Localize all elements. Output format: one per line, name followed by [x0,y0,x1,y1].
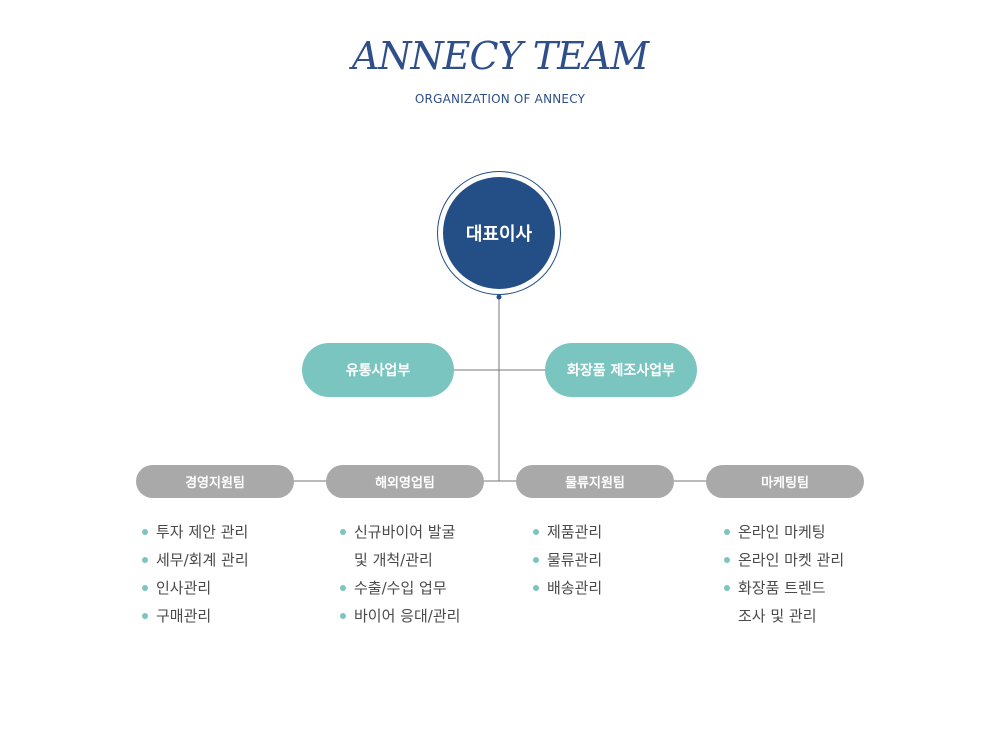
duty-item: 구매관리 [139,602,249,630]
ceo-outer-ring [437,171,561,295]
duties-marketing: 온라인 마케팅 온라인 마켓 관리 화장품 트렌드 조사 및 관리 [721,518,844,630]
duties-overseas-sales: 신규바이어 발굴 및 개척/관리 수출/수입 업무 바이어 응대/관리 [337,518,460,630]
duty-item: 온라인 마켓 관리 [721,546,844,574]
team-label: 마케팅팀 [761,476,809,491]
duty-item: 배송관리 [530,574,602,602]
team-label: 물류지원팀 [565,476,625,491]
duty-item: 세무/회계 관리 [139,546,249,574]
ceo-label: 대표이사 [465,224,533,245]
division-distribution: 유통사업부 [302,343,454,397]
connector-dot [496,294,502,300]
team-logistics-support: 물류지원팀 [516,465,674,498]
division-label: 유통사업부 [345,363,411,379]
team-label: 경영지원팀 [185,476,245,491]
duties-logistics-support: 제품관리 물류관리 배송관리 [530,518,602,602]
ceo-node: 대표이사 [443,177,555,289]
duty-item: 신규바이어 발굴 [337,518,460,546]
team-management-support: 경영지원팀 [136,465,294,498]
duty-item: 제품관리 [530,518,602,546]
duty-item: 온라인 마케팅 [721,518,844,546]
duty-item: 화장품 트렌드 [721,574,844,602]
brand-title: ANNECY TEAM [351,34,649,78]
brand-subtitle: ORGANIZATION OF ANNECY [414,92,586,106]
team-label: 해외영업팀 [375,476,435,491]
division-cosmetics-manufacturing: 화장품 제조사업부 [545,343,697,397]
duty-item: 투자 제안 관리 [139,518,249,546]
duty-item: 바이어 응대/관리 [337,602,460,630]
team-overseas-sales: 해외영업팀 [326,465,484,498]
team-marketing: 마케팅팀 [706,465,864,498]
division-label: 화장품 제조사업부 [567,363,675,379]
duties-management-support: 투자 제안 관리 세무/회계 관리 인사관리 구매관리 [139,518,249,630]
duty-item-continued: 조사 및 관리 [738,607,817,625]
duty-item: 인사관리 [139,574,249,602]
duty-item: 물류관리 [530,546,602,574]
duty-item-continued: 및 개척/관리 [354,551,433,569]
duty-item: 수출/수입 업무 [337,574,460,602]
